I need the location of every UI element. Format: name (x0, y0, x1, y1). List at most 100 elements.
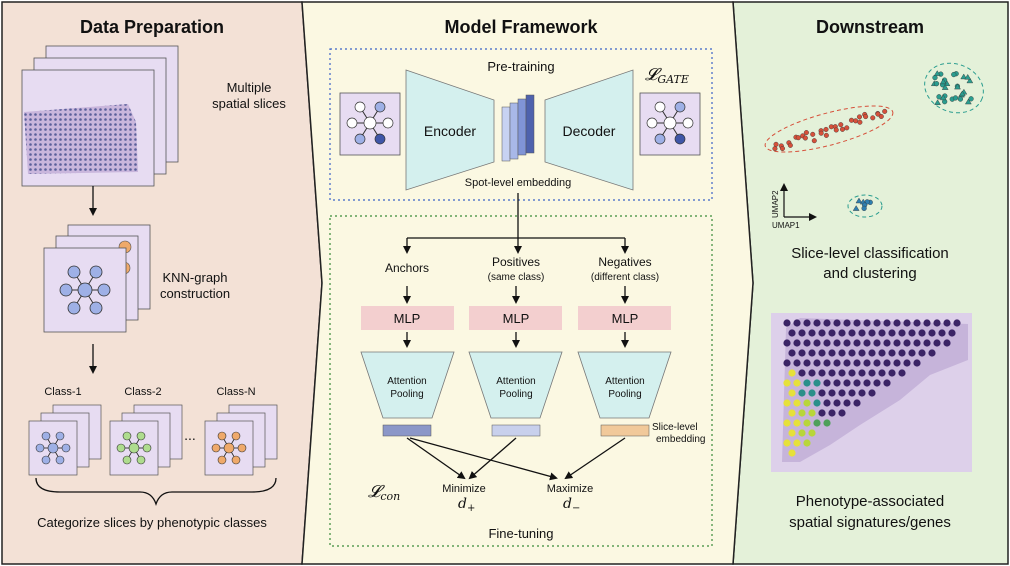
class-graph-stacks (28, 404, 278, 476)
red-cluster-point (863, 114, 869, 120)
mlp-block-negative (578, 306, 671, 330)
attention-label-negative-2: Pooling (608, 389, 641, 400)
spot (923, 319, 931, 327)
blue-cluster-point (852, 205, 860, 211)
spot (933, 319, 941, 327)
mlp-label-negative: MLP (612, 311, 639, 326)
red-cluster-point (838, 122, 844, 128)
attention-label-positive-1: Attention (496, 376, 535, 387)
spot (913, 359, 921, 367)
spot (783, 379, 791, 387)
spot (873, 339, 881, 347)
spot (833, 359, 841, 367)
spot (828, 369, 836, 377)
spot (783, 399, 791, 407)
spot (818, 369, 826, 377)
class-1-label: Class-1 (44, 386, 81, 398)
spot (788, 329, 796, 337)
spot (858, 369, 866, 377)
attention-label-anchor-1: Attention (387, 376, 426, 387)
red-cluster-point (857, 119, 863, 125)
spot (873, 319, 881, 327)
spot (803, 319, 811, 327)
spot (883, 379, 891, 387)
spot (788, 449, 796, 457)
mlp-block-positive (469, 306, 562, 330)
positives-label: Positives (492, 255, 540, 269)
spot (863, 379, 871, 387)
spot (808, 409, 816, 417)
teal-cluster-point (933, 81, 940, 87)
anchors-label: Anchors (385, 261, 429, 275)
spot (803, 399, 811, 407)
spot (798, 429, 806, 437)
teal-cluster-point (951, 71, 957, 78)
spot (803, 379, 811, 387)
knn-label-line2: construction (160, 286, 230, 301)
spot (893, 339, 901, 347)
spot (818, 349, 826, 357)
spot (828, 409, 836, 417)
minimize-label: Minimize (442, 483, 485, 495)
spot (793, 439, 801, 447)
spot (928, 329, 936, 337)
spot (788, 349, 796, 357)
teal-cluster-point (957, 96, 964, 102)
red-cluster-point (833, 127, 839, 133)
attention-label-positive-2: Pooling (499, 389, 532, 400)
spot (883, 359, 891, 367)
cluster-ring-blue (847, 194, 883, 218)
red-cluster-point (810, 131, 816, 137)
red-cluster-point (811, 138, 817, 144)
right-panel-title: Downstream (816, 17, 924, 37)
spot (858, 329, 866, 337)
spot (868, 369, 876, 377)
spot-embedding-label: Spot-level embedding (465, 177, 571, 189)
umap-points (772, 70, 974, 211)
left-panel-title: Data Preparation (80, 17, 224, 37)
spot (918, 349, 926, 357)
spot (813, 359, 821, 367)
spot (923, 339, 931, 347)
spot (933, 339, 941, 347)
spot (883, 339, 891, 347)
spot (858, 349, 866, 357)
spot (948, 329, 956, 337)
spot (868, 349, 876, 357)
red-cluster-point (823, 132, 829, 138)
spot (798, 329, 806, 337)
spot (848, 329, 856, 337)
spot (853, 339, 861, 347)
slices-label-line1: Multiple (227, 80, 272, 95)
spot (798, 409, 806, 417)
teal-cluster-point (964, 73, 972, 80)
spot (833, 339, 841, 347)
spot (943, 339, 951, 347)
spot (908, 349, 916, 357)
spot (938, 329, 946, 337)
decoder-label: Decoder (563, 123, 616, 139)
spot (793, 319, 801, 327)
teal-cluster-point (934, 99, 941, 105)
spot (808, 369, 816, 377)
attention-label-negative-1: Attention (605, 376, 644, 387)
teal-cluster-point (966, 77, 974, 84)
mlp-label-anchor: MLP (394, 311, 421, 326)
pretraining-box (329, 48, 713, 201)
spot (783, 439, 791, 447)
spot (878, 369, 886, 377)
teal-cluster-point (954, 83, 961, 90)
maximize-label: Maximize (547, 483, 593, 495)
input-graph-card (339, 92, 401, 156)
red-cluster-point (787, 142, 793, 148)
downstream-caption-1-line1: Slice-level classification (791, 245, 949, 262)
spot (793, 379, 801, 387)
spot (833, 379, 841, 387)
left-bottom-caption: Categorize slices by phenotypic classes (37, 515, 267, 530)
attention-label-anchor-2: Pooling (390, 389, 423, 400)
spot (813, 399, 821, 407)
spot (783, 419, 791, 427)
teal-cluster-point (968, 96, 974, 102)
spot (803, 419, 811, 427)
